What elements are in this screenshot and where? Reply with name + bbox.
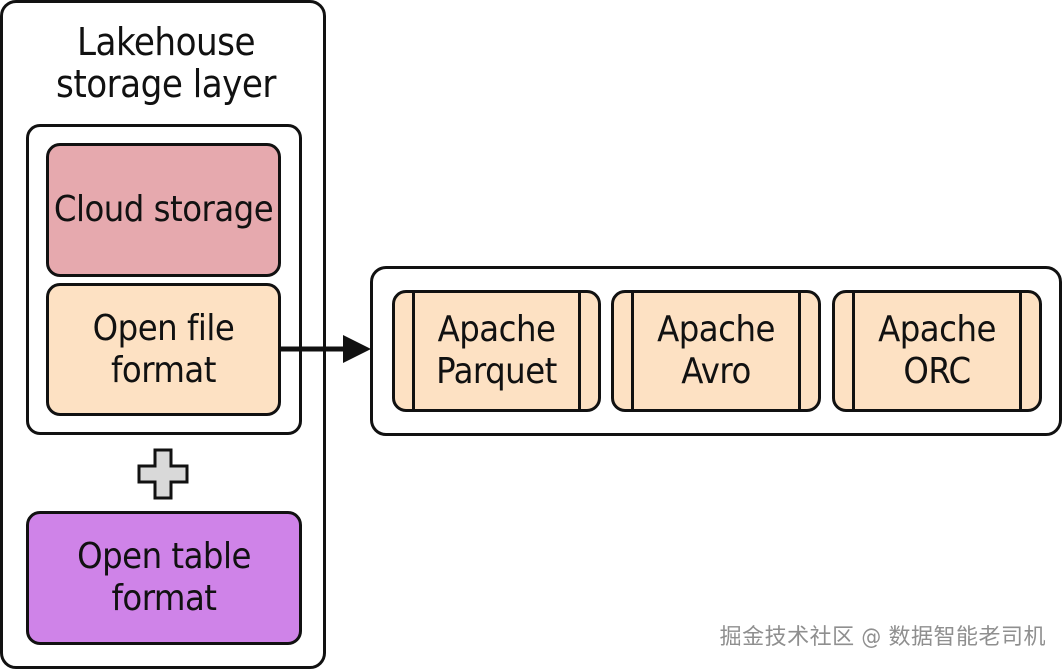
apache-parquet-box: Apache Parquet <box>392 290 601 412</box>
apache-avro-label: Apache Avro <box>657 309 775 392</box>
apache-avro-box: Apache Avro <box>611 290 821 412</box>
lakehouse-title: Lakehouse storage layer <box>56 20 276 106</box>
watermark-text: 掘金技术社区 @ 数据智能老司机 <box>719 625 1046 650</box>
arrow-right-icon <box>279 335 371 363</box>
plus-icon <box>137 448 189 500</box>
open-file-format-label: Open file format <box>92 307 235 391</box>
cloud-storage-box: Cloud storage <box>46 143 281 277</box>
apache-orc-box: Apache ORC <box>832 290 1042 412</box>
open-file-format-box: Open file format <box>46 283 281 416</box>
apache-orc-label: Apache ORC <box>878 309 996 392</box>
open-table-format-box: Open table format <box>26 511 302 645</box>
apache-parquet-label: Apache Parquet <box>436 309 557 392</box>
cloud-storage-label: Cloud storage <box>53 189 274 230</box>
open-table-format-label: Open table format <box>77 536 251 619</box>
